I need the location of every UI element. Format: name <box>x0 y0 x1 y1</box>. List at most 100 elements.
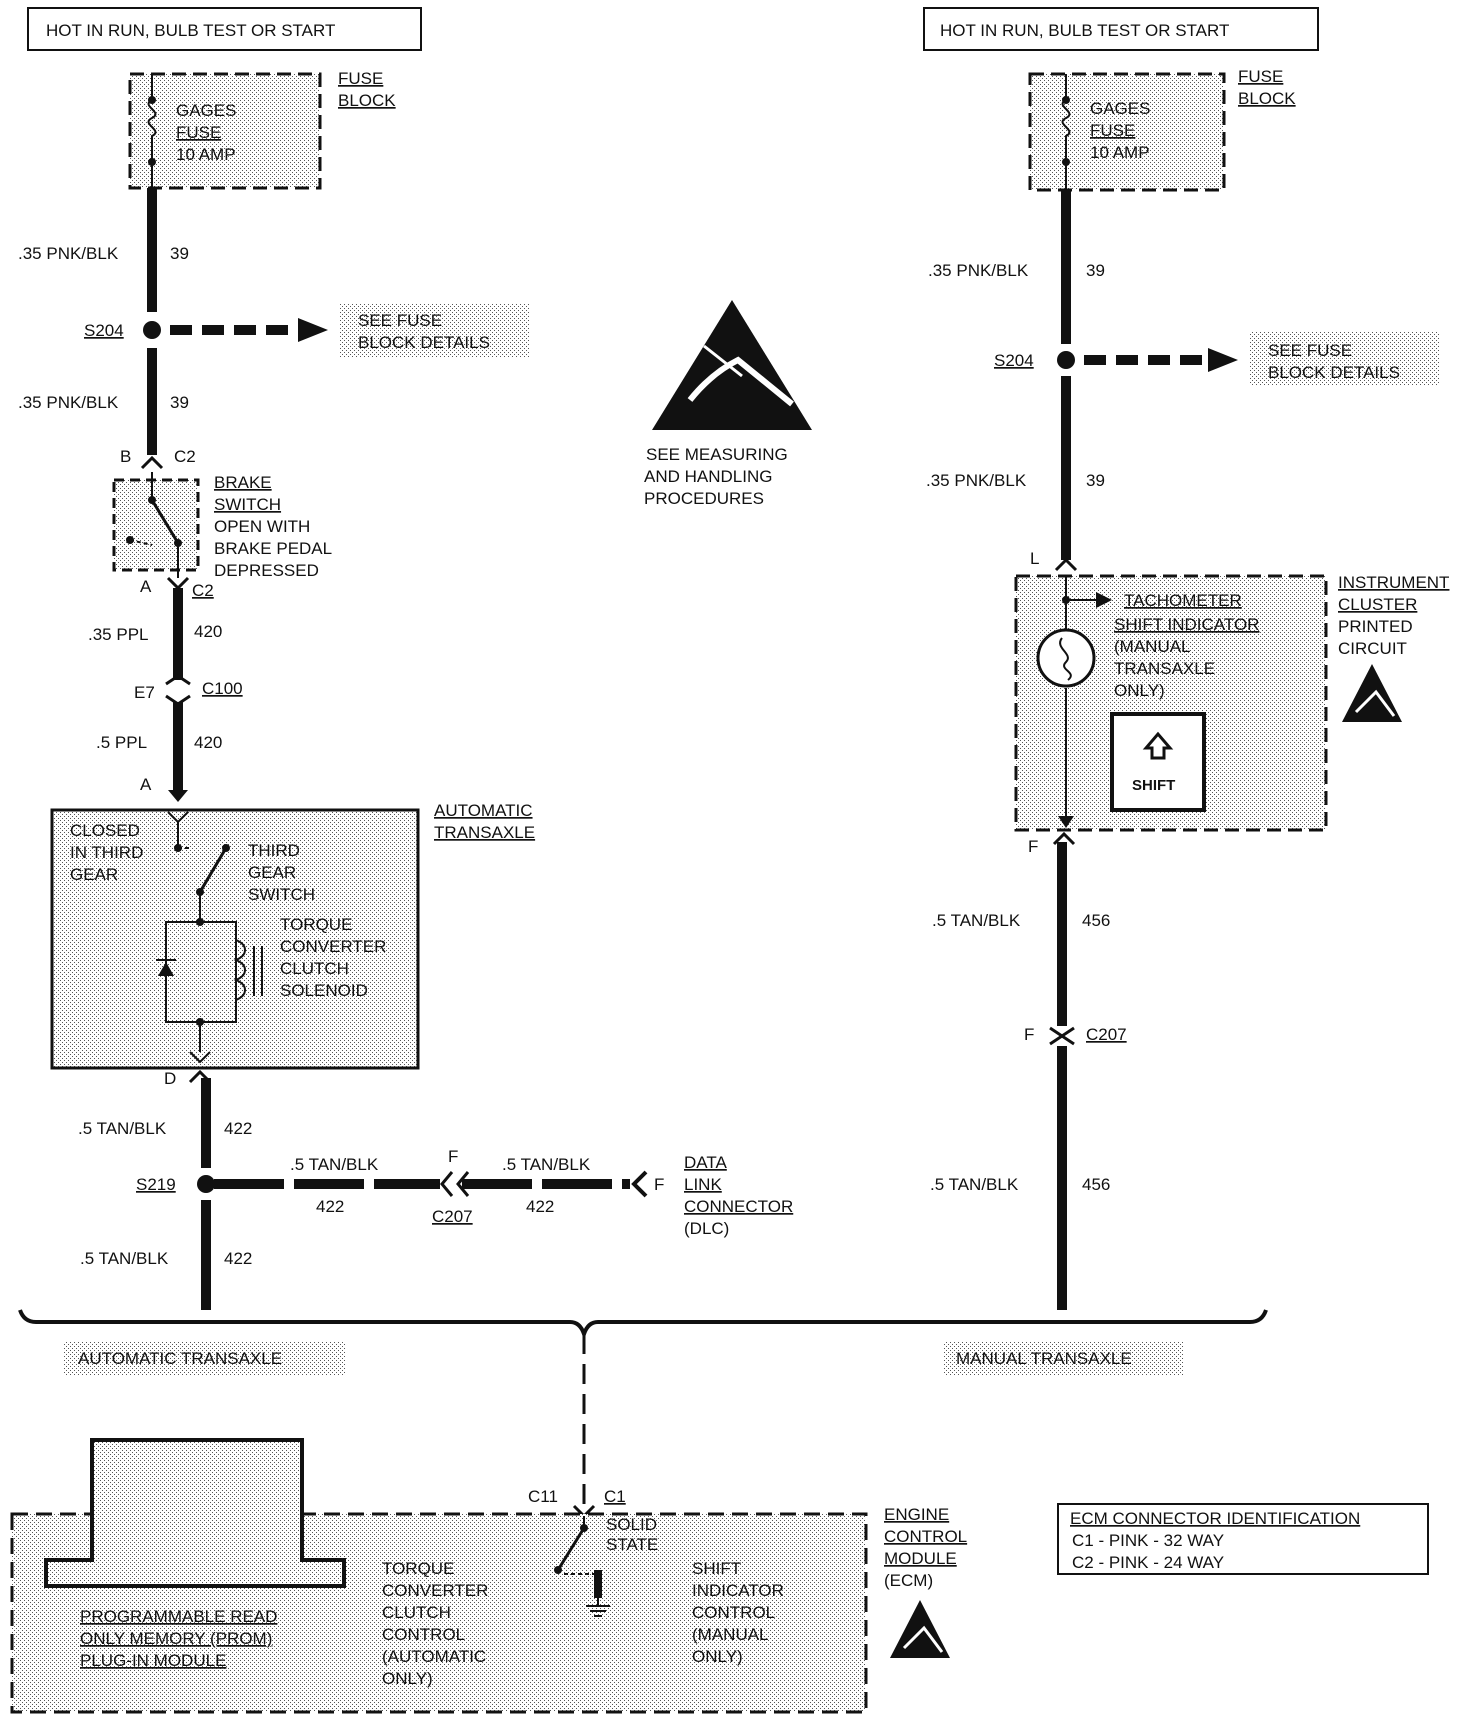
right-splice-s204-label: S204 <box>994 351 1034 370</box>
left-see-fuse-box <box>340 304 530 358</box>
left-wire-label-a: .35 PNK/BLK <box>18 244 119 263</box>
cluster-label-1: INSTRUMENT <box>1338 573 1449 592</box>
dlc-pin-f-2: F <box>654 1175 664 1194</box>
prom-module-base <box>44 1558 346 1588</box>
left-circuit-39-b: 39 <box>170 393 189 412</box>
manual-branch-label: MANUAL TRANSAXLE <box>956 1349 1132 1368</box>
shift-control-1: SHIFT <box>692 1559 741 1578</box>
cluster-label-2: CLUSTER <box>1338 595 1417 614</box>
ecm-label-2: CONTROL <box>884 1527 967 1546</box>
closed-third-3: GEAR <box>70 865 118 884</box>
left-circuit-422-b: 422 <box>224 1249 252 1268</box>
left-conn-c2-bottom: C2 <box>192 581 214 600</box>
tcc-solenoid-1: TORQUE <box>280 915 352 934</box>
tcc-solenoid-3: CLUTCH <box>280 959 349 978</box>
right-circuit-456-a: 456 <box>1082 911 1110 930</box>
brake-switch-name-1: BRAKE <box>214 473 272 492</box>
left-pin-a-1: A <box>140 577 152 596</box>
brake-switch-desc-3: DEPRESSED <box>214 561 319 580</box>
shift-indicator-2: (MANUAL <box>1114 637 1191 656</box>
shift-indicator-lamp <box>1036 628 1096 688</box>
third-gear-switch-1: THIRD <box>248 841 300 860</box>
closed-third-1: CLOSED <box>70 821 140 840</box>
esd-caption-3: PROCEDURES <box>644 489 764 508</box>
ecm-connector-id-box <box>1057 1503 1429 1575</box>
left-see-fuse-2: BLOCK DETAILS <box>358 333 490 352</box>
left-see-fuse-1: SEE FUSE <box>358 311 442 330</box>
left-splice-s219-label: S219 <box>136 1175 176 1194</box>
cluster-label-3: PRINTED <box>1338 617 1413 636</box>
left-power-header-box <box>27 7 422 51</box>
left-circuit-420-a: 420 <box>194 622 222 641</box>
right-pin-f-2: F <box>1024 1025 1034 1044</box>
right-pin-l: L <box>1030 549 1039 568</box>
right-fuse-element <box>1061 74 1071 190</box>
brake-switch-name-2: SWITCH <box>214 495 281 514</box>
dlc-wire-label-a: .5 TAN/BLK <box>290 1155 379 1174</box>
left-fuse-block-label-2: BLOCK <box>338 91 396 110</box>
ecm-connector-id-title: ECM CONNECTOR IDENTIFICATION <box>1070 1509 1360 1528</box>
right-circuit-39-b: 39 <box>1086 471 1105 490</box>
prom-1: PROGRAMMABLE READ <box>80 1607 277 1626</box>
left-power-header: HOT IN RUN, BULB TEST OR START <box>46 21 335 40</box>
tcc-control-6: ONLY) <box>382 1669 433 1688</box>
dlc-circuit-b: 422 <box>526 1197 554 1216</box>
ecm-label-3: MODULE <box>884 1549 957 1568</box>
right-fuse-block-label-1: FUSE <box>1238 67 1283 86</box>
right-wire-tan-a: .5 TAN/BLK <box>932 911 1021 930</box>
dlc-pin-f-1: F <box>448 1147 458 1166</box>
third-gear-switch-contact <box>198 847 228 893</box>
left-wire-35ppl: .35 PPL <box>88 625 149 644</box>
ecm-conn-c1: C1 <box>604 1487 626 1506</box>
tcc-control-4: CONTROL <box>382 1625 465 1644</box>
right-fuse-block <box>1028 72 1226 192</box>
left-wire-5ppl: .5 PPL <box>96 733 147 752</box>
tcc-diode <box>158 962 174 976</box>
right-wire-label-a: .35 PNK/BLK <box>928 261 1029 280</box>
left-pin-a-2: A <box>140 775 152 794</box>
left-circuit-422-a: 422 <box>224 1119 252 1138</box>
shift-control-3: CONTROL <box>692 1603 775 1622</box>
cluster-label-4: CIRCUIT <box>1338 639 1407 658</box>
right-conn-c207: C207 <box>1086 1025 1127 1044</box>
solid-state-2: STATE <box>606 1535 658 1554</box>
left-fuse-element <box>147 74 157 188</box>
right-see-fuse-box <box>1250 332 1440 386</box>
left-pin-e7: E7 <box>134 683 155 702</box>
left-conn-c2-top: C2 <box>174 447 196 466</box>
tcc-control-3: CLUTCH <box>382 1603 451 1622</box>
left-splice-s204 <box>143 321 161 339</box>
left-fuse-word: FUSE <box>176 123 221 142</box>
tcc-solenoid-2: CONVERTER <box>280 937 386 956</box>
dlc-label-2: LINK <box>684 1175 722 1194</box>
left-wire-tan-a: .5 TAN/BLK <box>78 1119 167 1138</box>
shift-button-label: SHIFT <box>1132 777 1175 794</box>
third-gear-switch-3: SWITCH <box>248 885 315 904</box>
dlc-label-1: DATA <box>684 1153 727 1172</box>
shift-control-4: (MANUAL <box>692 1625 769 1644</box>
right-splice-s204 <box>1057 351 1075 369</box>
left-conn-c100: C100 <box>202 679 243 698</box>
right-circuit-456-b: 456 <box>1082 1175 1110 1194</box>
brake-switch-contact <box>150 499 180 544</box>
right-circuit-39-a: 39 <box>1086 261 1105 280</box>
ecm-connector-id-c2: C2 - PINK - 24 WAY <box>1072 1553 1224 1572</box>
right-fuse-name: GAGES <box>1090 99 1150 118</box>
shift-control-2: INDICATOR <box>692 1581 784 1600</box>
left-wire-label-b: .35 PNK/BLK <box>18 393 119 412</box>
esd-warning: SEE MEASURING AND HANDLING PROCEDURES <box>644 300 812 508</box>
tcc-solenoid-4: SOLENOID <box>280 981 368 1000</box>
right-power-header: HOT IN RUN, BULB TEST OR START <box>940 21 1229 40</box>
transaxle-branch-brace: AUTOMATIC TRANSAXLE MANUAL TRANSAXLE <box>18 1309 1268 1506</box>
dlc-circuit-a: 422 <box>316 1197 344 1216</box>
left-circuit-420-b: 420 <box>194 733 222 752</box>
dlc-label-3: CONNECTOR <box>684 1197 793 1216</box>
automatic-transaxle-label-2: TRANSAXLE <box>434 823 535 842</box>
right-wire-label-b: .35 PNK/BLK <box>926 471 1027 490</box>
right-power-header-box <box>923 7 1319 51</box>
automatic-branch-label: AUTOMATIC TRANSAXLE <box>78 1349 282 1368</box>
right-wire-tan-b: .5 TAN/BLK <box>930 1175 1019 1194</box>
ecm-connector-id-c1: C1 - PINK - 32 WAY <box>1072 1531 1224 1550</box>
right-fuse-rating: 10 AMP <box>1090 143 1150 162</box>
right-circuit: HOT IN RUN, BULB TEST OR START GAGES FUS… <box>923 7 1449 1310</box>
